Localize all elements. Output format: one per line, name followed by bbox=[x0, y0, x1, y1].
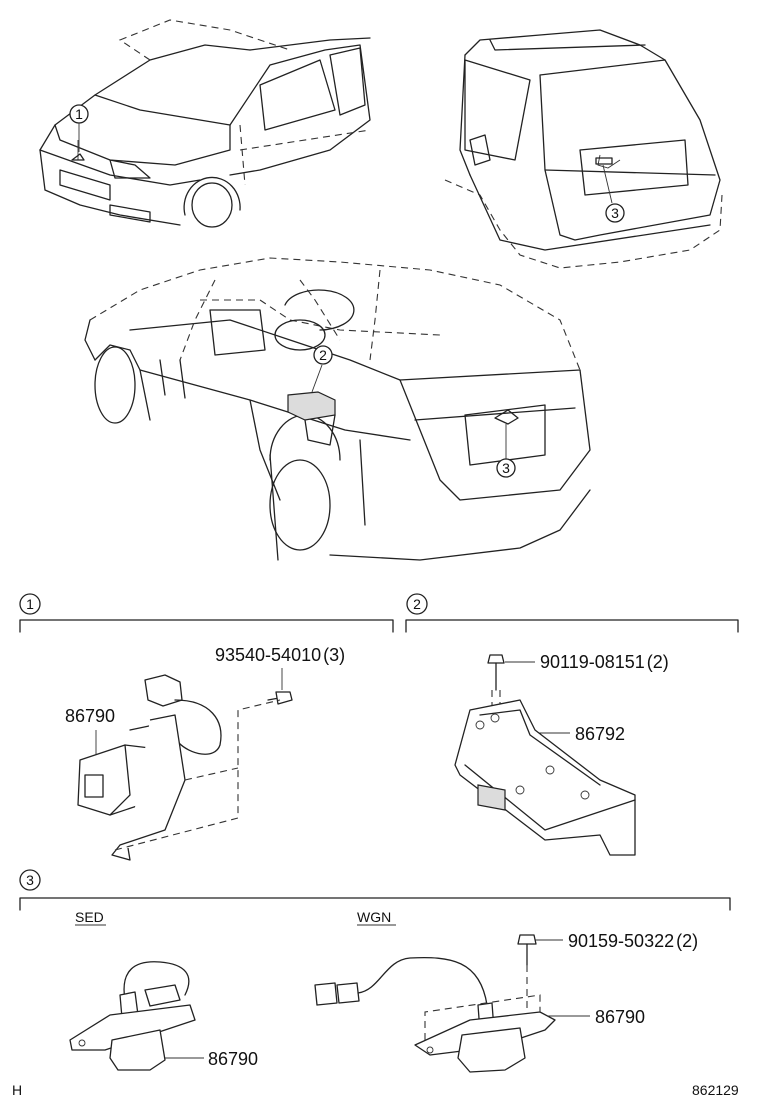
part-93540-54010-label: 93540-54010(3) bbox=[215, 645, 345, 690]
diagram-number: 862129 bbox=[692, 1082, 739, 1098]
part-number: 93540-54010 bbox=[215, 645, 321, 665]
callout-3-wagon-label: 3 bbox=[611, 205, 619, 221]
part-86790-sed-label: 86790 bbox=[165, 1049, 258, 1069]
footer-left-code: H bbox=[12, 1082, 22, 1098]
section-3-marker: 3 bbox=[26, 872, 34, 888]
part-qty: (3) bbox=[323, 645, 345, 665]
part-number: 86790 bbox=[595, 1007, 645, 1027]
section-1-marker: 1 bbox=[26, 596, 34, 612]
callout-1-front: 1 bbox=[69, 104, 89, 152]
callout-3-sedan-label: 3 bbox=[502, 460, 510, 476]
camera-unit-86790-s1 bbox=[77, 674, 281, 861]
screw-90119-icon bbox=[487, 654, 505, 720]
svg-text:90119-08151(2): 90119-08151(2) bbox=[540, 652, 669, 672]
bolt-93540-icon bbox=[267, 691, 293, 705]
part-90159-50322-label: 90159-50322(2) bbox=[535, 931, 698, 951]
part-86790-wgn-label: 86790 bbox=[548, 1007, 645, 1027]
part-number: 86792 bbox=[575, 724, 625, 744]
screw-90159-icon bbox=[517, 934, 537, 1010]
callout-1-front-label: 1 bbox=[75, 106, 83, 122]
front-view-vehicle bbox=[39, 19, 371, 228]
section-3-header: 3 bbox=[19, 869, 731, 911]
callout-3-wagon: 3 bbox=[605, 203, 625, 223]
callout-3-sedan: 3 bbox=[496, 458, 516, 478]
camera-unit-86790-wgn bbox=[314, 956, 556, 1073]
section-1-header: 1 bbox=[19, 593, 394, 633]
wagon-rear-view bbox=[444, 29, 723, 269]
section-2-header: 2 bbox=[405, 593, 739, 633]
part-number: 86790 bbox=[208, 1049, 258, 1069]
section-2-marker: 2 bbox=[413, 596, 421, 612]
sed-label-group: SED bbox=[75, 909, 106, 926]
part-qty: (2) bbox=[647, 652, 669, 672]
callout-2-console: 2 bbox=[313, 345, 333, 365]
part-number: 86790 bbox=[65, 706, 115, 726]
wgn-label-group: WGN bbox=[357, 909, 396, 926]
part-90119-08151-label: 90119-08151(2) bbox=[505, 652, 669, 672]
callout-2-console-label: 2 bbox=[319, 347, 327, 363]
wgn-label: WGN bbox=[357, 909, 391, 925]
part-number: 90159-50322 bbox=[568, 931, 674, 951]
svg-text:93540-54010(3): 93540-54010(3) bbox=[215, 645, 345, 665]
part-86792-label: 86792 bbox=[535, 724, 625, 744]
camera-unit-86790-sed bbox=[69, 961, 196, 1071]
svg-text:90159-50322(2): 90159-50322(2) bbox=[568, 931, 698, 951]
sed-label: SED bbox=[75, 909, 104, 925]
part-qty: (2) bbox=[676, 931, 698, 951]
sedan-cutaway-view bbox=[84, 257, 591, 561]
bracket-86792 bbox=[454, 699, 636, 856]
part-number: 90119-08151 bbox=[540, 652, 645, 672]
